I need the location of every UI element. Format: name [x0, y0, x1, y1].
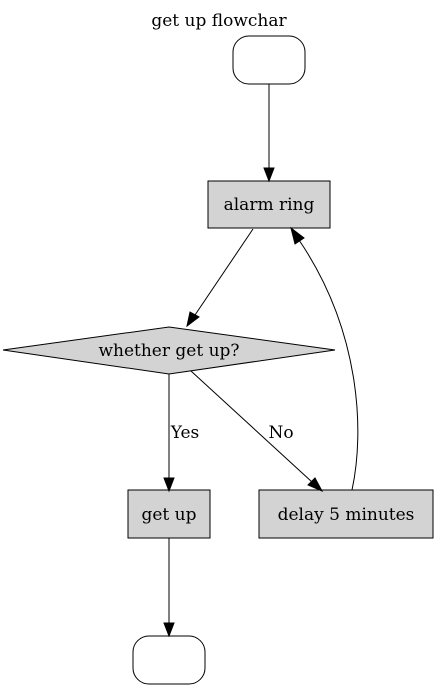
get-up-node: get up — [127, 489, 211, 539]
edge-alarm-to-decision — [186, 228, 254, 328]
decision-node: whether get up? — [2, 326, 336, 375]
delay-node: delay 5 minutes — [258, 489, 434, 539]
edge-yes-label: Yes — [170, 423, 200, 443]
edge-decision-no: No — [190, 370, 324, 493]
delay-label: delay 5 minutes — [278, 505, 415, 525]
alarm-ring-label: alarm ring — [224, 195, 315, 215]
edge-decision-yes: Yes — [163, 374, 200, 493]
start-terminal — [232, 35, 306, 85]
edge-getup-to-end — [163, 538, 175, 638]
get-up-label: get up — [141, 505, 196, 525]
edge-start-to-alarm — [263, 84, 275, 183]
end-terminal — [132, 635, 206, 685]
flowchart-title: get up flowchar — [151, 11, 287, 31]
edge-delay-to-alarm — [290, 226, 359, 491]
alarm-ring-node: alarm ring — [207, 180, 331, 229]
decision-label: whether get up? — [98, 341, 239, 361]
edge-no-label: No — [268, 423, 293, 443]
